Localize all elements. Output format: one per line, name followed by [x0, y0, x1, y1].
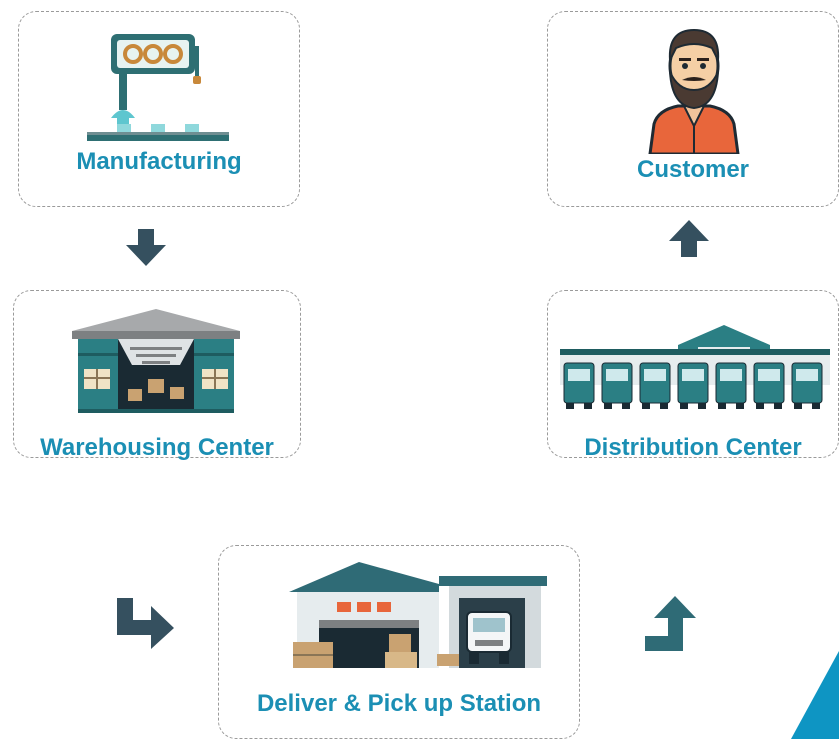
arrow-turn-right-icon	[117, 598, 174, 649]
manufacturing-label: Manufacturing	[76, 148, 242, 175]
arrow-turn-up-icon	[645, 596, 696, 651]
manufacturing-machine-icon	[87, 34, 229, 141]
manufacturing-box: Manufacturing	[18, 11, 300, 207]
customer-avatar-icon	[648, 28, 740, 154]
warehousing-box: Warehousing Center	[13, 290, 301, 461]
delivery-box: Deliver & Pick up Station	[218, 545, 580, 739]
distribution-box: Distribution Center	[547, 290, 839, 461]
distribution-label: Distribution Center	[584, 434, 802, 461]
arrow-down-icon	[126, 229, 166, 266]
warehouse-building-icon	[72, 309, 240, 413]
delivery-station-icon	[289, 562, 547, 668]
corner-accent-shape	[791, 651, 839, 739]
delivery-label: Deliver & Pick up Station	[256, 690, 542, 717]
distribution-trucks-icon	[560, 325, 830, 409]
customer-box: Customer	[547, 11, 839, 207]
customer-label: Customer	[636, 156, 750, 183]
arrow-up-icon	[669, 220, 709, 257]
warehousing-label: Warehousing Center	[40, 434, 274, 461]
